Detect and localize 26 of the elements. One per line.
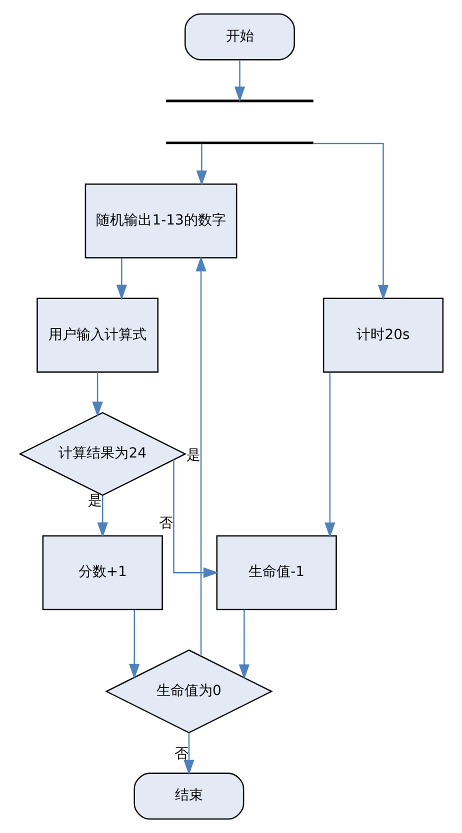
edge-label: 否 [174,746,188,762]
node-box: 开始 [184,13,294,60]
arrow [128,610,140,680]
arrow [96,495,108,538]
arrow [195,256,206,656]
edge-label: 否 [158,515,173,532]
node-box: 用户输入计算式 [36,298,158,373]
arrow [183,732,194,776]
arrow [172,460,218,578]
node-diamond: 生命值为0 [104,649,272,734]
arrow [116,258,126,300]
edge-label: 是 [87,493,102,510]
arrow [92,372,102,417]
node-box: 生命值-1 [216,535,336,610]
arrow [238,610,250,680]
arrow [196,144,206,186]
node-bar [166,100,313,102]
node-box: 分数+1 [42,535,162,610]
node-box: 计时20s [322,298,444,373]
node-box: 随机输出1-13的数字 [84,184,237,258]
arrow [312,142,388,300]
arrow [234,60,245,102]
node-bar [166,142,313,144]
arrow [324,372,335,538]
edge-label: 是 [186,447,200,464]
node-box: 结束 [133,772,244,820]
